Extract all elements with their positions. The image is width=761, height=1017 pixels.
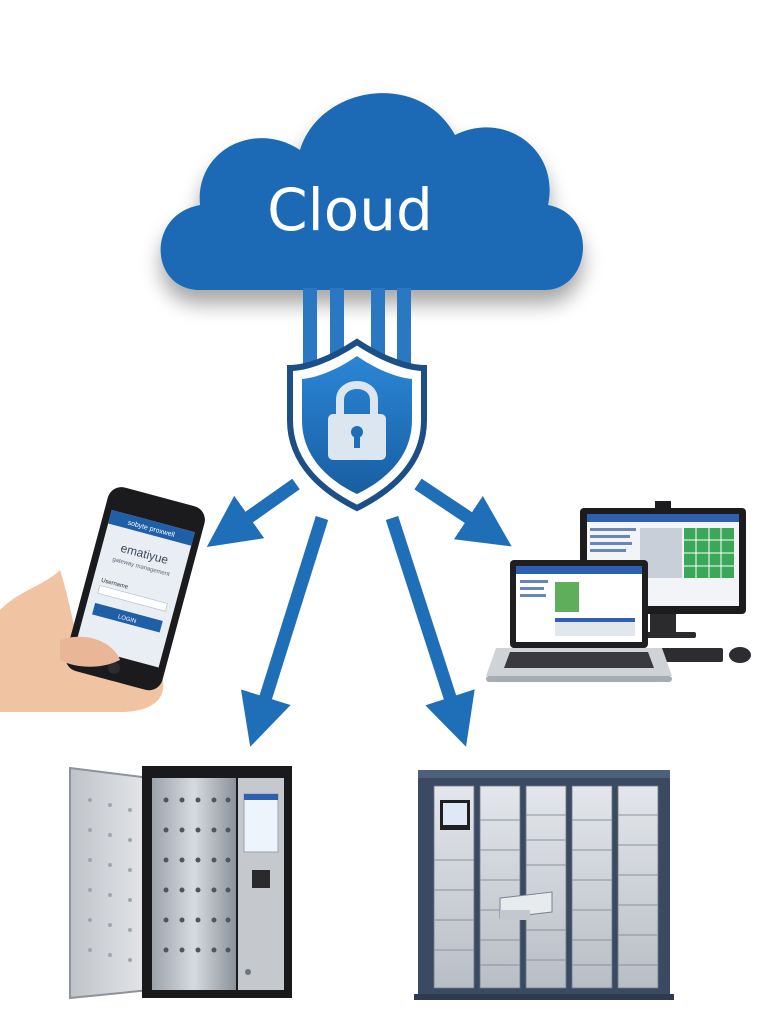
cloud-label: Cloud	[267, 176, 433, 244]
arrow-to-locker	[385, 515, 475, 747]
arrow-to-phone	[206, 478, 300, 547]
arrow-to-key-cabinet	[240, 516, 329, 747]
phone-login-button[interactable]	[92, 602, 163, 633]
cloud-connector-lines	[303, 288, 411, 368]
smart-locker-icon	[414, 770, 674, 1000]
phone-login-label: LOGIN	[117, 614, 137, 625]
arrows	[206, 478, 512, 747]
phone-username-field[interactable]	[97, 585, 168, 612]
shield-lock-icon	[287, 338, 427, 512]
key-cabinet-icon	[69, 766, 292, 1000]
arrow-to-computers	[414, 478, 512, 547]
cloud-shape	[160, 93, 584, 290]
laptop-desktop-icon	[486, 501, 751, 682]
smartphone-icon: sobyte proxwell ematiyue gateway managem…	[0, 487, 205, 712]
hand	[0, 570, 164, 712]
